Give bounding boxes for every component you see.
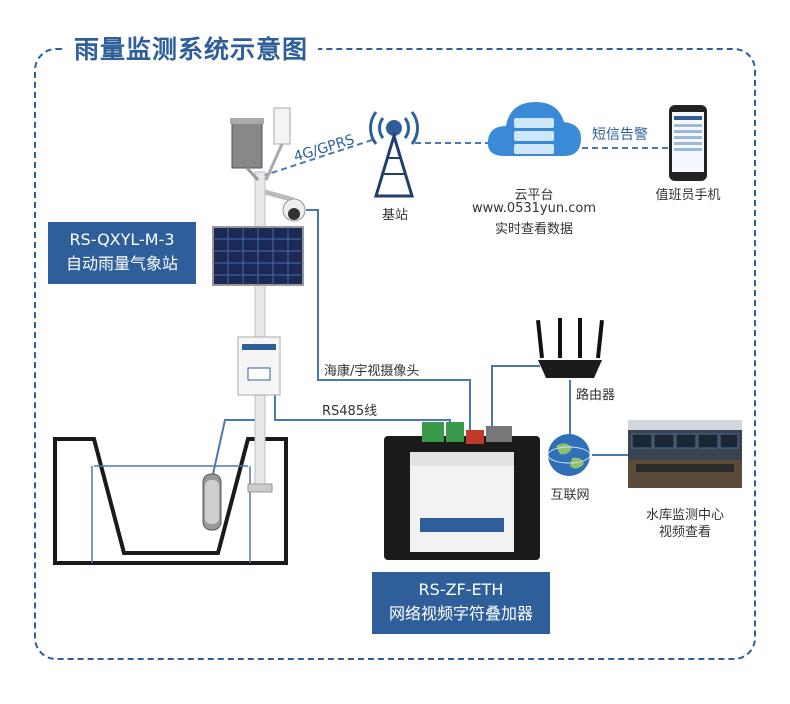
camera-cable <box>306 209 471 432</box>
mobile-phone-icon <box>669 105 707 181</box>
rs485-label: RS485线 <box>322 404 378 419</box>
camera-label: 海康/宇视摄像头 <box>324 364 420 379</box>
weather-station-pole-icon <box>230 107 306 493</box>
internet-label: 互联网 <box>550 488 590 503</box>
cloud-name-label: 云平台 <box>514 188 554 203</box>
cloud-server-icon <box>487 102 582 156</box>
base-station-icon <box>369 111 419 198</box>
base-station-label: 基站 <box>381 208 408 223</box>
router-icon <box>536 318 604 378</box>
router-cable <box>491 365 540 432</box>
page-title: 雨量监测系统示意图 <box>64 30 319 66</box>
device-model-line1: RS-ZF-ETH <box>418 580 504 599</box>
internet-globe-icon <box>547 434 591 476</box>
overlay-device-icon <box>384 422 540 560</box>
solar-panel-icon <box>212 226 304 286</box>
monitor-label-line2: 视频查看 <box>658 525 711 540</box>
station-model-line1: RS-QXYL-M-3 <box>69 230 175 249</box>
phone-label: 值班员手机 <box>655 188 721 203</box>
reservoir-channel-icon <box>53 437 288 565</box>
device-model-line2: 网络视频字符叠加器 <box>388 604 533 623</box>
sms-alarm-label: 短信告警 <box>592 127 648 143</box>
station-model-line2: 自动雨量气象站 <box>65 254 178 273</box>
device-model-box: RS-ZF-ETH 网络视频字符叠加器 <box>372 572 550 634</box>
cloud-desc-label: 实时查看数据 <box>494 222 573 237</box>
router-label: 路由器 <box>576 388 616 403</box>
water-sensor-icon <box>202 473 222 531</box>
monitor-label-line1: 水库监测中心 <box>645 508 724 523</box>
station-model-box: RS-QXYL-M-3 自动雨量气象站 <box>48 222 196 284</box>
cloud-url-label: www.0531yun.com <box>472 201 596 216</box>
monitoring-center-icon <box>628 420 742 488</box>
diagram-frame <box>34 48 756 660</box>
